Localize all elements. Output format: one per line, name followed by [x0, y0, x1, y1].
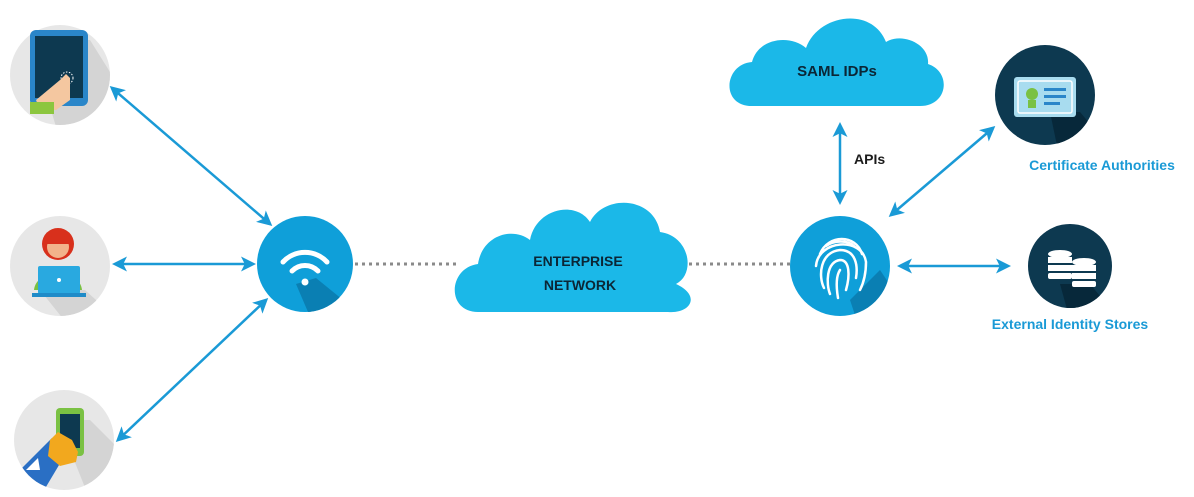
fingerprint-icon [814, 237, 868, 300]
phone-wifi-arrow [115, 297, 269, 443]
apis-label: APIs [854, 151, 885, 167]
wifi-icon [280, 249, 330, 286]
laptop-user-icon [32, 228, 86, 297]
database-icon [1048, 250, 1096, 287]
saml-idps-cloud: SAML IDPs [729, 18, 944, 106]
certificate-authority-node [995, 45, 1095, 145]
tablet-wifi-arrow [109, 86, 273, 226]
certificate-authorities-label: Certificate Authorities [1029, 157, 1175, 173]
enterprise-label-line2: NETWORK [544, 277, 616, 293]
certificate-icon [1014, 77, 1076, 117]
phone-user-device [14, 390, 114, 490]
smartphone-hand-icon [48, 408, 84, 466]
cert-fingerprint-arrow [888, 126, 996, 217]
enterprise-network-cloud: ENTERPRISE NETWORK [454, 202, 691, 313]
external-identity-stores-node [1028, 224, 1112, 308]
laptop-user-device [10, 216, 110, 316]
saml-idps-label: SAML IDPs [797, 63, 877, 80]
external-identity-stores-label: External Identity Stores [992, 316, 1149, 332]
tablet-touch-icon [30, 30, 88, 114]
tablet-user-device [10, 25, 110, 125]
wifi-hub [257, 216, 353, 312]
fingerprint-hub [790, 216, 890, 316]
enterprise-label-line1: ENTERPRISE [533, 253, 622, 269]
